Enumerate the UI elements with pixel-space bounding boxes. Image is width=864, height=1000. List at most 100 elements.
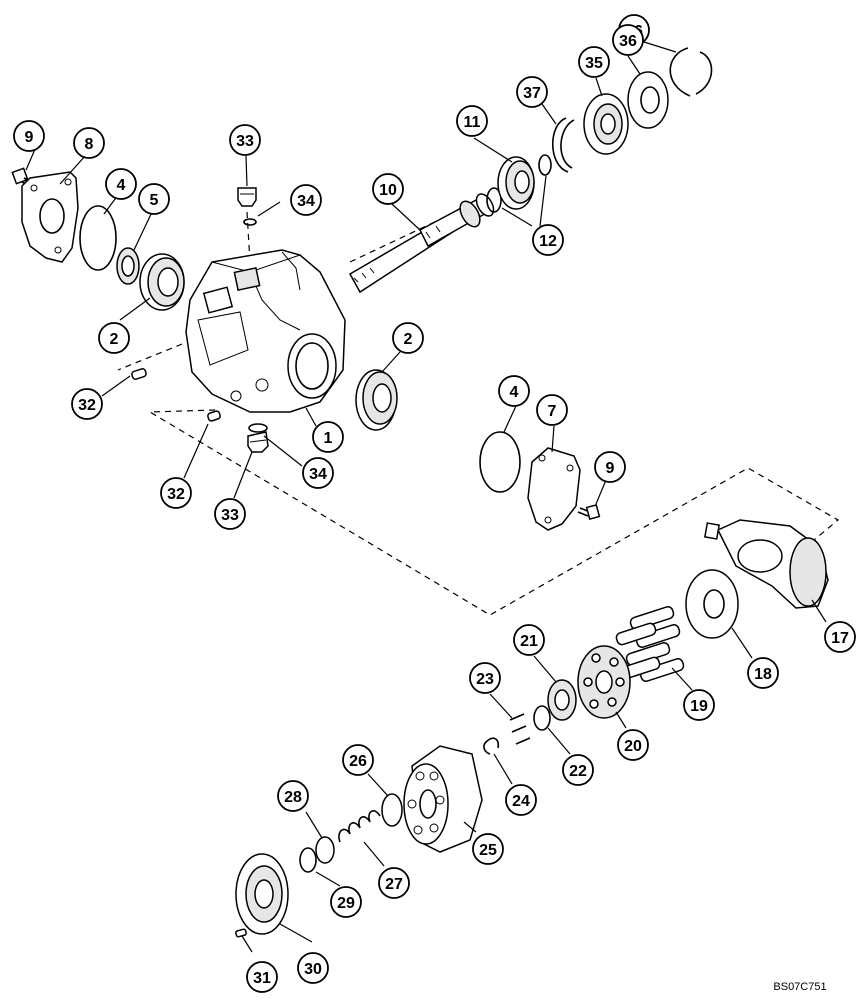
callout-label: 22 bbox=[569, 763, 587, 780]
dash-line-33-top bbox=[246, 211, 251, 263]
callout-33: 33 bbox=[214, 498, 246, 530]
part-4-o-ring-right bbox=[479, 431, 521, 493]
callout-30: 30 bbox=[297, 952, 329, 984]
drawing-code: BS07C751 bbox=[773, 981, 826, 993]
part-21-ring bbox=[547, 679, 577, 721]
callout-circle bbox=[536, 394, 568, 426]
callout-circle bbox=[105, 168, 137, 200]
callout-label: 33 bbox=[236, 133, 254, 150]
callout-29: 29 bbox=[330, 886, 362, 918]
callout-circle bbox=[312, 421, 344, 453]
callout-label: 26 bbox=[349, 753, 367, 770]
callout-20: 20 bbox=[617, 729, 649, 761]
callout-11: 11 bbox=[456, 105, 488, 137]
callout-label: 36 bbox=[619, 33, 637, 50]
callout-2: 2 bbox=[98, 322, 130, 354]
part-1-housing bbox=[185, 249, 346, 413]
callout-22: 22 bbox=[562, 754, 594, 786]
callout-label: 18 bbox=[754, 666, 772, 683]
part-25-cylinder-block bbox=[403, 745, 483, 853]
part-33-plug-top bbox=[237, 187, 257, 207]
callout-label: 9 bbox=[25, 129, 34, 146]
part-12-snap-ring-a bbox=[486, 187, 502, 213]
callout-label: 2 bbox=[110, 331, 119, 348]
part-9-bolt-right bbox=[577, 503, 601, 521]
part-29-snap-ring bbox=[299, 847, 317, 873]
callout-circle bbox=[532, 224, 564, 256]
callout-circle bbox=[302, 457, 334, 489]
callout-18: 18 bbox=[747, 657, 779, 689]
callout-label: 37 bbox=[523, 85, 541, 102]
callout-circle bbox=[456, 105, 488, 137]
callout-circle bbox=[472, 833, 504, 865]
callout-circle bbox=[498, 375, 530, 407]
callout-label: 7 bbox=[548, 403, 557, 420]
callout-label: 9 bbox=[606, 460, 615, 477]
callout-26: 26 bbox=[342, 744, 374, 776]
callout-label: 11 bbox=[464, 114, 481, 131]
dash-line-32-top bbox=[117, 343, 183, 371]
part-7-cover-plate bbox=[527, 447, 581, 531]
callout-circle bbox=[505, 784, 537, 816]
callout-circle bbox=[392, 322, 424, 354]
callout-circle bbox=[229, 124, 261, 156]
callout-circle bbox=[98, 322, 130, 354]
callout-circle bbox=[73, 127, 105, 159]
part-24-collar bbox=[483, 737, 500, 755]
callout-label: 35 bbox=[585, 55, 603, 72]
callout-circle bbox=[297, 952, 329, 984]
callout-8: 8 bbox=[73, 127, 105, 159]
callout-circle bbox=[160, 477, 192, 509]
callout-circle bbox=[612, 24, 644, 56]
part-27-spring bbox=[338, 810, 381, 843]
callout-label: 34 bbox=[297, 193, 315, 210]
callout-label: 29 bbox=[337, 895, 355, 912]
part-18-plate bbox=[685, 569, 739, 639]
callout-31: 31 bbox=[246, 961, 278, 993]
callout-32: 32 bbox=[71, 388, 103, 420]
callout-label: 28 bbox=[284, 789, 302, 806]
part-20-retainer-plate bbox=[577, 645, 631, 719]
callout-label: 10 bbox=[379, 182, 397, 199]
callout-25: 25 bbox=[472, 833, 504, 865]
callout-32: 32 bbox=[160, 477, 192, 509]
callout-23: 23 bbox=[469, 662, 501, 694]
callout-4: 4 bbox=[105, 168, 137, 200]
part-4-o-ring-left bbox=[79, 205, 117, 271]
part-34-o-ring-top bbox=[243, 218, 257, 226]
callout-19: 19 bbox=[683, 689, 715, 721]
callout-circle bbox=[578, 46, 610, 78]
callout-9: 9 bbox=[594, 451, 626, 483]
callout-label: 33 bbox=[221, 507, 239, 524]
callout-circle bbox=[13, 120, 45, 152]
part-19-pistons bbox=[615, 606, 685, 682]
callout-circle bbox=[469, 662, 501, 694]
part-2-bearing-right bbox=[355, 369, 398, 431]
callout-35: 35 bbox=[578, 46, 610, 78]
part-35-seal bbox=[583, 93, 629, 155]
part-36-washer bbox=[627, 71, 669, 129]
callout-circle bbox=[71, 388, 103, 420]
callout-21: 21 bbox=[513, 624, 545, 656]
callout-circle bbox=[277, 780, 309, 812]
callout-2: 2 bbox=[392, 322, 424, 354]
callout-27: 27 bbox=[378, 867, 410, 899]
callout-label: 24 bbox=[512, 793, 530, 810]
callout-circle bbox=[617, 729, 649, 761]
callout-circle bbox=[747, 657, 779, 689]
part-22-snap-ring bbox=[533, 705, 551, 731]
callout-label: 4 bbox=[117, 177, 126, 194]
callout-label: 27 bbox=[385, 876, 403, 893]
part-10-shaft bbox=[348, 193, 495, 294]
callout-label: 21 bbox=[520, 633, 538, 650]
dash-line-assembly-outline bbox=[147, 409, 840, 616]
callout-label: 17 bbox=[831, 630, 849, 647]
callout-34: 34 bbox=[290, 184, 322, 216]
callout-circle bbox=[290, 184, 322, 216]
part-16-retaining-ring bbox=[669, 47, 713, 97]
part-11-bearing bbox=[497, 156, 535, 210]
callout-17: 17 bbox=[824, 621, 856, 653]
callout-circle bbox=[516, 76, 548, 108]
